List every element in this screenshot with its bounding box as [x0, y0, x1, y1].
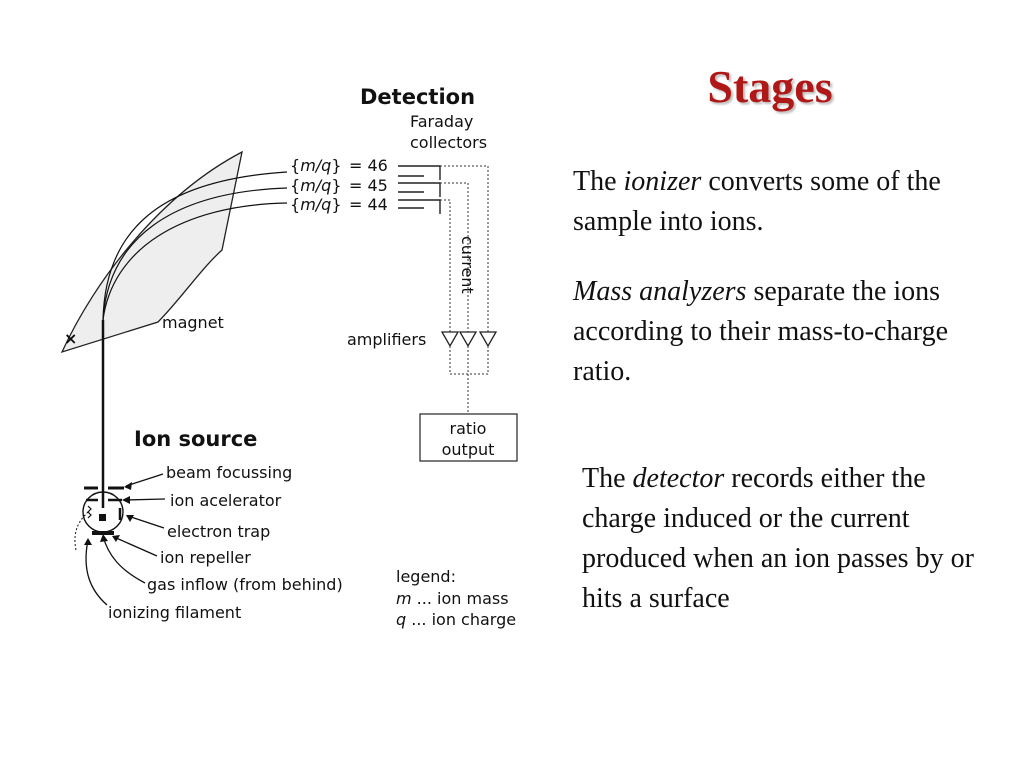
- label-gas-inflow: gas inflow (from behind): [147, 575, 343, 594]
- magnet-label: magnet: [162, 313, 224, 332]
- label-ion-repeller: ion repeller: [160, 548, 251, 567]
- ionizer-paragraph: The ionizer converts some of the sample …: [573, 166, 941, 237]
- mq-label-45: {m/q} = 45: [290, 176, 388, 195]
- svg-text:{m/q}: {m/q}: [290, 195, 342, 214]
- ratio-output-line2: output: [442, 440, 495, 459]
- svg-text:{m/q}: {m/q}: [290, 156, 342, 175]
- ratio-output-line1: ratio: [450, 419, 487, 438]
- faraday-label-line1: Faraday: [410, 112, 473, 131]
- detector-term: detector: [632, 463, 725, 494]
- mq-label-46: {m/q} = 46: [290, 156, 388, 175]
- svg-text:= 45: = 45: [349, 176, 388, 195]
- signal-lines: [440, 165, 489, 413]
- magnet-x-mark: ×: [64, 329, 77, 348]
- legend-charge: q ... ion charge: [396, 610, 516, 629]
- label-ion-accelerator: ion acelerator: [170, 491, 282, 510]
- slide-title: Stages: [707, 61, 833, 112]
- ion-source-heading: Ion source: [134, 427, 257, 451]
- current-label: current: [458, 236, 477, 294]
- amplifiers: [440, 331, 498, 348]
- faraday-label-line2: collectors: [410, 133, 487, 152]
- svg-text:= 46: = 46: [349, 156, 388, 175]
- legend-title: legend:: [396, 567, 456, 586]
- label-beam-focussing: beam focussing: [166, 463, 292, 482]
- ion-source-leaders: [85, 473, 166, 606]
- faraday-collectors: [398, 165, 441, 214]
- ionizer-term: ionizer: [623, 166, 702, 197]
- legend-mass: m ... ion mass: [396, 589, 509, 608]
- mq-label-44: {m/q} = 44: [290, 195, 388, 214]
- label-electron-trap: electron trap: [167, 522, 270, 541]
- ratio-output-box: [419, 413, 518, 462]
- ion-source: [74, 486, 124, 551]
- trajectory-44: [102, 202, 288, 321]
- svg-text:= 44: = 44: [349, 195, 388, 214]
- label-ionizing-filament: ionizing filament: [108, 603, 241, 622]
- detection-heading: Detection: [360, 85, 475, 109]
- mass-analyzers-term: Mass analyzers: [573, 276, 747, 307]
- mass-analyzers-paragraph: Mass analyzers separate the ions accordi…: [573, 276, 949, 387]
- svg-text:{m/q}: {m/q}: [290, 176, 342, 195]
- trajectory-45: [102, 187, 288, 321]
- detector-paragraph: The detector records either the charge i…: [582, 463, 974, 614]
- ion-source-arrowheads: [84, 482, 134, 545]
- trajectory-46: [102, 171, 288, 321]
- legend: legend: m ... ion mass q ... ion charge: [396, 567, 516, 629]
- amplifiers-label: amplifiers: [347, 330, 426, 349]
